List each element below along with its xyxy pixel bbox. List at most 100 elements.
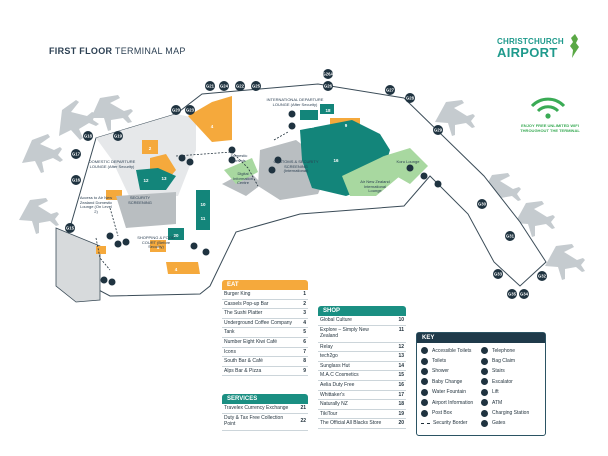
shop-heading: SHOP <box>318 306 406 316</box>
svg-text:G30: G30 <box>478 202 487 207</box>
gate-G22: G22 <box>235 81 245 91</box>
baby-change-icon <box>421 378 428 386</box>
key-item: Charging Station <box>481 408 541 417</box>
key-item: Baby Change <box>421 377 481 386</box>
gate-G17: G17 <box>71 149 81 159</box>
gate-G21: G21 <box>205 81 215 91</box>
gate-markers: G21 G24 G22 G25 G20 G23 G18 G19 G17 G16 … <box>65 69 547 299</box>
gate-G26: G26 <box>323 81 333 91</box>
svg-text:16: 16 <box>333 158 339 163</box>
airport-logo: CHRISTCHURCH AIRPORT <box>497 34 583 71</box>
svg-text:G21: G21 <box>206 84 215 89</box>
domestic-arrivals-label: Domestic Arrivals <box>230 153 248 163</box>
svg-text:G32: G32 <box>538 274 547 279</box>
escalator-icon <box>481 378 488 386</box>
svg-text:G35: G35 <box>508 292 517 297</box>
svg-text:G23: G23 <box>186 108 195 113</box>
svg-text:G28: G28 <box>406 96 415 101</box>
wifi-icon <box>530 97 566 119</box>
gate-G31: G31 <box>505 231 515 241</box>
wifi-note: ENJOY FREE UNLIMITED WIFI THROUGHOUT THE… <box>520 123 580 133</box>
svg-text:G18: G18 <box>84 134 93 139</box>
key-item: Water Fountain <box>421 388 481 397</box>
gate-G15: G15 <box>65 223 75 233</box>
digital-info-label: Digital Information Centre <box>232 171 253 186</box>
shopping-label: SHOPPING & FOOD COURT (Before Security) <box>137 235 175 250</box>
svg-text:18: 18 <box>325 108 331 113</box>
nz-fern-icon <box>570 34 579 58</box>
air-nz-domestic-label: Access to Air New Zealand Domestic Loung… <box>79 195 113 214</box>
water-fountain-icon <box>421 388 428 396</box>
key-item: ATM <box>481 398 541 407</box>
telephone-icon <box>481 347 488 355</box>
services-heading: SERVICES <box>222 394 308 404</box>
security-border-icon <box>421 422 430 424</box>
facility-icons <box>100 110 442 286</box>
key-item: Stairs <box>481 367 541 376</box>
svg-text:G20: G20 <box>172 108 181 113</box>
gate-G27: G27 <box>385 85 395 95</box>
logo-line1: CHRISTCHURCH <box>497 37 564 46</box>
svg-text:G22: G22 <box>236 84 245 89</box>
gate-G28: G28 <box>405 93 415 103</box>
gate-G26A: G26A <box>323 69 334 79</box>
key-item: Gates <box>481 419 541 428</box>
svg-text:17: 17 <box>309 124 315 129</box>
svg-text:G26: G26 <box>324 84 333 89</box>
svg-text:12: 12 <box>143 178 149 183</box>
svg-text:4: 4 <box>211 124 214 129</box>
key-item: Lift <box>481 388 541 397</box>
accessible-icon <box>421 347 428 355</box>
shower-icon <box>421 367 428 375</box>
koru-lounge-label: Koru Lounge <box>396 159 420 164</box>
gates-icon <box>481 419 488 427</box>
toilets-icon <box>421 357 428 365</box>
key-item: Accessible Toilets <box>421 346 481 355</box>
gate-G18: G18 <box>83 131 93 141</box>
svg-text:G29: G29 <box>434 128 443 133</box>
eat-heading: EAT <box>222 280 308 290</box>
svg-text:4: 4 <box>175 267 178 272</box>
svg-text:G34: G34 <box>520 292 529 297</box>
domestic-lounge-label: DOMESTIC DEPARTURE LOUNGE (After Securit… <box>88 159 136 169</box>
key-heading: KEY <box>417 333 545 343</box>
key-item: Toilets <box>421 356 481 365</box>
svg-text:G33: G33 <box>494 272 503 277</box>
page-title: FIRST FLOOR TERMINAL MAP <box>49 46 186 56</box>
svg-text:G16: G16 <box>72 178 81 183</box>
svg-text:13: 13 <box>161 176 167 181</box>
store-numbers: 2 4 12 13 10 11 20 6 4 16 17 18 9 <box>143 108 347 272</box>
bag-claim-icon <box>481 357 488 365</box>
svg-text:9: 9 <box>345 123 348 128</box>
gate-G16: G16 <box>71 175 81 185</box>
charging-icon <box>481 409 488 417</box>
svg-text:G26A: G26A <box>323 72 334 77</box>
key-legend: KEY Accessible Toilets Telephone Toilets… <box>416 332 546 436</box>
svg-text:2: 2 <box>149 146 152 151</box>
aircraft-silhouettes <box>19 95 585 280</box>
svg-text:G27: G27 <box>386 88 395 93</box>
stairs-icon <box>481 367 488 375</box>
key-item: Shower <box>421 367 481 376</box>
